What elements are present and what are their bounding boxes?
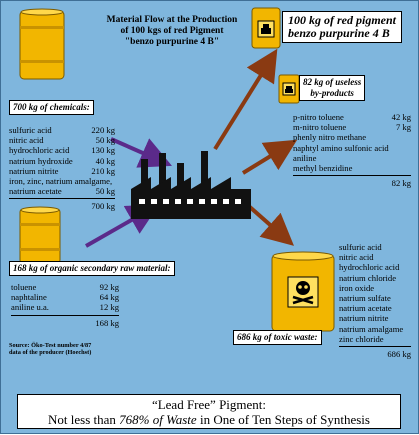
- diagram-title: Material Flow at the Production of 100 k…: [106, 15, 238, 47]
- list-item: phenly nitro methane: [293, 132, 367, 143]
- factory-icon: [131, 151, 251, 219]
- list-item: natrium nitrite: [339, 313, 389, 324]
- list-item: sulfuric acid: [339, 242, 382, 252]
- footer-headline: “Lead Free” Pigment:: [151, 397, 267, 412]
- footer-banner: “Lead Free” Pigment: Not less than 768% …: [17, 394, 401, 429]
- byproducts-barrel-icon: [278, 74, 300, 104]
- pigment-output-box: 100 kg of red pigment benzo purpurine 4 …: [282, 11, 402, 43]
- raw-material-label: 168 kg of organic secondary raw material…: [9, 261, 175, 276]
- arrow-factory-to-byproducts: [241, 139, 298, 175]
- byproducts-total: 82 kg: [293, 175, 411, 188]
- byproducts-label: 82 kg of useless by-products: [299, 75, 366, 101]
- list-item: natrium amalgame: [339, 323, 404, 334]
- source-note: Source: Öko-Test number 4/87 data of the…: [9, 342, 92, 357]
- chemicals-label: 700 kg of chemicals:: [9, 100, 94, 115]
- chemicals-total: 700 kg: [9, 198, 115, 211]
- toxic-waste-list: sulfuric acid nitric acid hydrochloric a…: [339, 242, 411, 359]
- chemicals-barrel-icon: [19, 8, 65, 80]
- list-item: nitric acid: [339, 252, 374, 263]
- list-item: iron oxide: [339, 282, 375, 293]
- list-item: methyl benzidine: [293, 163, 353, 174]
- list-item: natrium sulfate: [339, 293, 391, 304]
- list-item: naphtyl amino sulfonic acid: [293, 142, 389, 153]
- toxic-waste-total: 686 kg: [339, 346, 411, 359]
- list-item: natrium acetate: [339, 303, 392, 314]
- raw-material-total: 168 kg: [11, 314, 119, 328]
- arrow-factory-to-pigment: [213, 48, 278, 151]
- footer-statement: Not less than 768% of Waste in One of Te…: [48, 412, 370, 427]
- toxic-waste-label: 686 kg of toxic waste:: [233, 330, 322, 345]
- pigment-barrel-icon: [251, 7, 281, 49]
- list-item: aniline: [293, 152, 317, 163]
- list-item: iron, zinc, natrium amalgame,: [9, 176, 113, 187]
- arrow-chemicals-to-factory: [110, 137, 172, 168]
- list-item: zinc chloride: [339, 333, 384, 344]
- list-item: natrium chloride: [339, 272, 397, 283]
- list-item: aniline u.a.12 kg: [11, 302, 119, 313]
- raw-material-barrel-icon: [19, 206, 61, 264]
- toxic-waste-barrel-icon: [271, 251, 335, 332]
- list-item: hydrochloric acid: [339, 262, 400, 273]
